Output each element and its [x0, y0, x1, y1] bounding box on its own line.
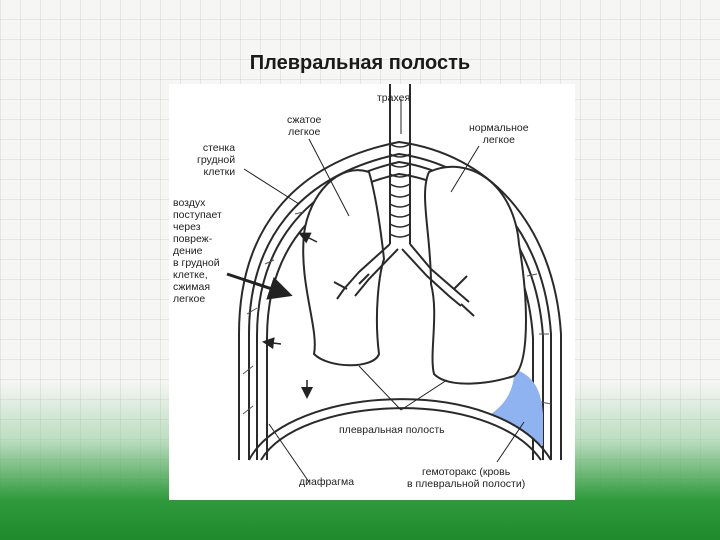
leader-lines [243, 99, 525, 483]
normal-lung [424, 165, 527, 385]
diagram-drawing [226, 84, 562, 483]
pressure-arrows [226, 232, 318, 399]
diaphragm [248, 398, 552, 461]
label-pleural-cavity: плевральная полость [339, 424, 445, 436]
label-diaphragm: диафрагма [299, 476, 355, 488]
bronchi [333, 243, 475, 317]
trachea-rings [389, 143, 411, 238]
air-entry-arrow [226, 272, 293, 300]
hemothorax-fill [491, 369, 543, 446]
label-trachea: трахея [377, 92, 411, 104]
compressed-lung [302, 169, 386, 367]
slide-title: Плевральная полость [249, 52, 471, 74]
